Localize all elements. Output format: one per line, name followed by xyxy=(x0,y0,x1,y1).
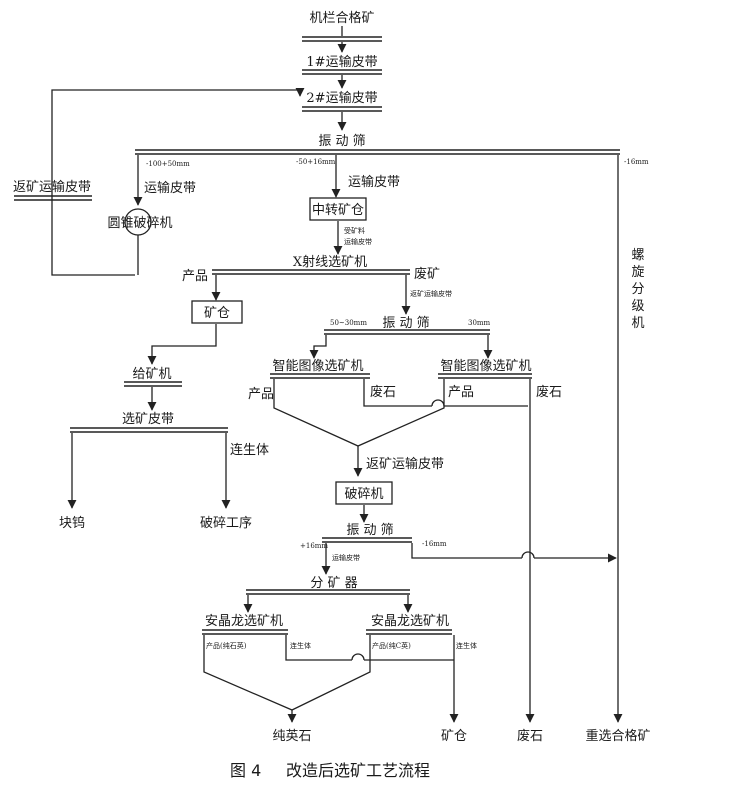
ore-bin-bottom-label: 矿仓 xyxy=(441,729,467,744)
size-label: -16mm xyxy=(624,158,649,166)
edge xyxy=(309,335,327,359)
splitter-label: 分 矿 器 xyxy=(310,576,357,591)
intergrowth-left-label: 连生体 xyxy=(230,442,269,458)
size-label: -16mm xyxy=(422,540,447,548)
return-loop-edge xyxy=(51,87,305,276)
figure-caption: 改造后选矿工艺流程 xyxy=(286,761,430,780)
screen2-label: 振 动 筛 xyxy=(382,316,429,331)
product-b-label: 产品 xyxy=(448,385,474,400)
screen3-label: 振 动 筛 xyxy=(346,523,393,538)
note-line: 运输皮带 xyxy=(344,237,372,246)
raw-ore-label: 机栏合格矿 xyxy=(309,10,374,26)
edge xyxy=(147,324,217,365)
return-belt-lower-label: 返矿运输皮带 xyxy=(366,456,444,472)
transport-belt-left-label: 运输皮带 xyxy=(144,180,196,196)
return-belt-label: 返矿运输皮带 xyxy=(13,179,91,195)
crushing-process-label: 破碎工序 xyxy=(200,516,252,531)
product-pure-quartz-label: 产品(纯石英) xyxy=(206,641,247,650)
size-label: +16mm xyxy=(300,542,328,550)
waste-rock-b-label: 废石 xyxy=(536,384,562,400)
edge xyxy=(411,543,522,559)
lump-tungsten-label: 块钨 xyxy=(59,515,85,531)
waste-ore-label: 废矿 xyxy=(414,266,440,282)
pure-quartz-label: 纯英石 xyxy=(272,729,311,744)
gravity-ore-label: 重选合格矿 xyxy=(585,728,650,744)
return-belt-small-label: 返矿运输皮带 xyxy=(410,289,452,298)
cone-crusher-label: 圆锥破碎机 xyxy=(107,216,172,231)
transport-belt-mid-label: 运输皮带 xyxy=(348,174,400,190)
belt1-label: 1#运输皮带 xyxy=(306,54,377,70)
ore-bin-label: 矿仓 xyxy=(204,306,230,321)
edge xyxy=(363,379,432,407)
jump-arc xyxy=(351,653,365,661)
intergrowth-a-label: 连生体 xyxy=(290,641,311,650)
size-label: -100+50mm xyxy=(146,160,190,168)
product-pure-cw-label: 产品(纯C英) xyxy=(372,641,411,650)
transfer-bin-label: 中转矿仓 xyxy=(312,203,364,218)
product-a-label: 产品 xyxy=(248,387,274,402)
anjinglong-right-label: 安晶龙选矿机 xyxy=(371,614,449,629)
screen1-label: 振 动 筛 xyxy=(318,134,365,149)
anjinglong-left-label: 安晶龙选矿机 xyxy=(205,614,283,629)
edge xyxy=(285,635,352,661)
smart-sorter-left-label: 智能图像选矿机 xyxy=(272,359,363,374)
size-label: -50+16mm xyxy=(296,158,336,166)
transfer-bin-box xyxy=(309,197,367,221)
intergrowth-b-label: 连生体 xyxy=(456,641,477,650)
spiral-classifier-label: 螺旋分级机 xyxy=(629,248,645,333)
size-label: 30mm xyxy=(468,319,491,327)
product-left-label: 产品 xyxy=(182,269,208,284)
funnel-edge xyxy=(273,379,445,447)
waste-rock-bottom-label: 废石 xyxy=(517,728,543,744)
jump-arc xyxy=(521,551,535,559)
figure-number: 图 4 xyxy=(230,761,261,780)
crusher-label: 破碎机 xyxy=(344,487,383,502)
xray-sorter-label: X射线选矿机 xyxy=(293,254,367,270)
feeder-label: 给矿机 xyxy=(132,367,171,382)
ore-bin-box xyxy=(191,300,243,324)
sorting-belt-label: 选矿皮带 xyxy=(122,412,174,427)
size-label: 50~30mm xyxy=(330,319,367,327)
waste-rock-a-label: 废石 xyxy=(370,384,396,400)
smart-sorter-right-label: 智能图像选矿机 xyxy=(440,359,531,374)
note-line: 受矿料 xyxy=(344,226,365,235)
belt2-label: 2#运输皮带 xyxy=(306,90,377,106)
crusher-box xyxy=(335,481,393,505)
jump-arc xyxy=(431,399,445,407)
transport-belt-small-label: 运输皮带 xyxy=(332,553,360,562)
